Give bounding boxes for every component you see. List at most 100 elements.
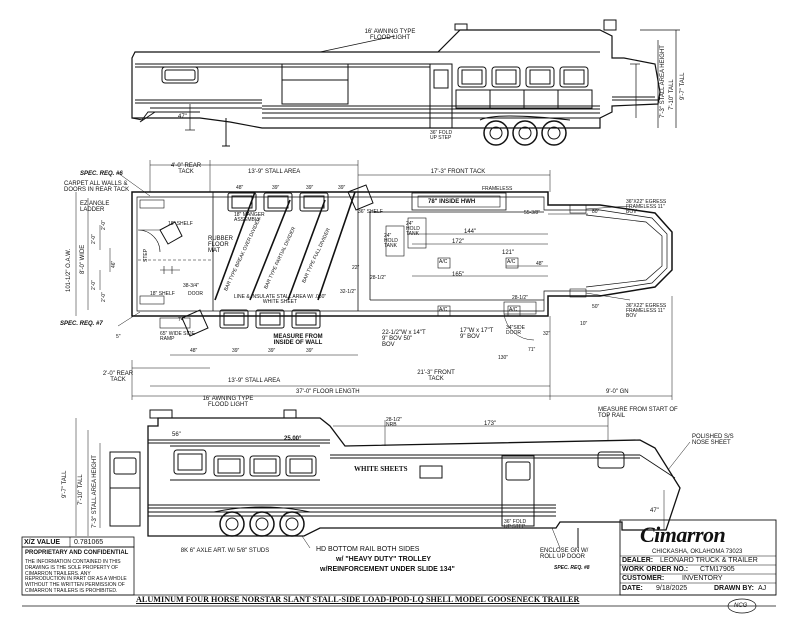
dim-28-1-2-a: 28-1/2": [370, 275, 386, 281]
cimarron-logo: Cimarron: [640, 522, 726, 548]
spec-req-8: SPEC. REQ. #8: [554, 565, 590, 571]
scale-label: X/Z VALUE: [24, 539, 61, 546]
date-value: 9/18/2025: [656, 585, 688, 592]
inside-hwh: 78" INSIDE HWH: [428, 199, 476, 205]
dim-2-0-d: 2'-0": [101, 292, 107, 302]
dim-2-0-a: 2'-0": [91, 234, 97, 244]
front-tack-top-dim: 17'-3" FRONT TACK: [430, 169, 486, 175]
window-22-note: 22-1/2"W x 14"T 9" BOV 50" BOV: [382, 330, 426, 348]
dim-121: 121": [502, 250, 515, 256]
drawn-by-label: DRAWN BY:: [714, 585, 754, 592]
dim-130: 130": [498, 355, 509, 361]
dim-55-3-8: 55-3/8": [524, 210, 540, 216]
ac-3: A/C: [439, 307, 448, 313]
manger-assembly: 18" MANGER ASSEMBLY: [234, 212, 265, 223]
curbside-fold-step: 36" FOLD UP STEP: [504, 519, 527, 530]
dim-48-bottom: 48": [190, 348, 198, 354]
roadside-overall-tall: 9'-7" TALL: [680, 72, 686, 100]
customer-value: INVENTORY: [682, 575, 723, 582]
roadside-stall-tall: 7'-10" TALL: [669, 79, 675, 110]
polished-nose-sheet: POLISHED S/S NOSE SHEET: [692, 434, 734, 446]
dim-165: 165": [452, 272, 465, 278]
curbside-stall-tall: 7'-10" TALL: [78, 474, 84, 505]
nose-angle: 25.00°: [284, 436, 302, 442]
door-label: DOOR: [188, 291, 203, 297]
dim-172: 172": [452, 239, 465, 245]
drawing-main-title: ALUMINUM FOUR HORSE NORSTAR SLANT STALL-…: [136, 595, 580, 604]
roadside-elevation: [131, 19, 680, 147]
dim-39-top-2: 39": [306, 185, 314, 191]
white-sheets-label: WHITE SHEETS: [354, 465, 408, 473]
roadside-stall-area-height: 7'-3" STALL AREA HEIGHT: [660, 45, 666, 118]
shelf-top: 18" SHELF: [168, 221, 193, 227]
ez-angle-ladder: EZ ANGLE LADDER: [80, 201, 110, 213]
dim-48-ac: 48": [536, 261, 544, 267]
side-door-label: 34"SIDE DOOR: [506, 325, 526, 336]
rear-tack-top-dim: 4'-0" REAR TACK: [170, 163, 202, 175]
proprietary-body: THE INFORMATION CONTAINED IN THIS DRAWIN…: [25, 559, 127, 594]
customer-label: CUSTOMER:: [622, 575, 665, 582]
approval-initials: NCG: [734, 603, 748, 609]
dim-39-bottom-1: 39": [232, 348, 240, 354]
drawn-by-value: AJ: [758, 585, 767, 592]
roadside-awning-label: 16' AWNING TYPE FLOOD LIGHT: [364, 29, 416, 41]
roadside-fold-step: 36" FOLD UP STEP: [430, 130, 453, 141]
dim-48-top: 48": [236, 185, 244, 191]
shelf-bottom: 18" SHELF: [150, 291, 175, 297]
dim-22: 22": [352, 265, 360, 271]
title-location: CHICKASHA, OKLAHOMA 73023: [652, 549, 743, 555]
dim-38-3-4: 38-3/4": [183, 283, 199, 289]
dim-71: 71": [528, 347, 536, 353]
ac-4: A/C: [509, 307, 518, 313]
dim-39-bottom-3: 39": [306, 348, 314, 354]
dim-173: 173": [484, 421, 497, 427]
hold-tank-1: 24" HOLD TANK: [384, 233, 398, 249]
floor-plan: [75, 160, 673, 400]
dim-32: 32": [543, 331, 551, 337]
cimarron-logo-text: Cimarron: [640, 522, 726, 547]
egress-window-bottom: 36"X22" EGRESS FRAMELESS 11" BOV: [626, 303, 667, 319]
ac-2: A/C: [507, 259, 516, 265]
axle-note: 8K 6" AXLE ART. W/ 5/8" STUDS: [180, 548, 270, 554]
dim-2-0-b: 2'-0": [91, 280, 97, 290]
front-tack-bottom-dim: 21'-3" FRONT TACK: [417, 370, 455, 382]
side-ramp: 65" WIDE SIDE RAMP: [160, 331, 195, 342]
step-label: STEP: [143, 248, 149, 262]
date-label: DATE:: [622, 585, 643, 592]
rubber-floor-mat: RUBBER FLOOR MAT: [208, 236, 234, 254]
title-block-frames: [21, 519, 777, 614]
overall-width: 101-1/2" O.A.W.: [66, 248, 72, 292]
dim-39-bottom-2: 39": [268, 348, 276, 354]
measure-note: MEASURE FROM INSIDE OF WALL: [273, 334, 323, 346]
dim-10: 10": [580, 321, 588, 327]
enclose-gooseneck: ENCLOSE GN W/ ROLL UP DOOR: [540, 548, 589, 560]
dim-5: 5": [116, 334, 121, 340]
work-order-label: WORK ORDER NO.:: [622, 566, 689, 573]
carpet-note: CARPET ALL WALLS & DOORS IN REAR TACK: [64, 181, 130, 193]
spec-req-7: SPEC. REQ. #7: [60, 321, 103, 327]
egress-window-top: 36"X22" EGRESS FRAMELESS 11" BOV: [626, 199, 667, 215]
roadside-dim-47: 47": [178, 114, 187, 120]
stall-area-top-dim: 13'-9" STALL AREA: [248, 169, 301, 175]
reinforcement-note: w/REINFORCEMENT UNDER SLIDE 134": [320, 566, 455, 573]
measure-top-rail: MEASURE FROM START OF TOP RAIL: [598, 407, 678, 419]
dim-2-0-c: 2'-0": [101, 220, 107, 230]
rear-tack-bottom-dim: 2'-0" REAR TACK: [102, 371, 134, 383]
hold-tank-2: 24" HOLD TANK: [406, 221, 420, 237]
dim-50: 50": [592, 304, 600, 310]
hd-bottom-rail: HD BOTTOM RAIL BOTH SIDES: [316, 546, 420, 553]
width-96: 8'-0" WIDE: [80, 244, 86, 274]
window-17-note: 17"W x 17"T 9" BOV: [460, 328, 494, 340]
dim-28-1-2-nrb: 28-1/2" NRB: [386, 417, 402, 428]
dim-36-shelf: 36" SHELF: [358, 209, 383, 215]
dim-80: 80": [592, 209, 600, 215]
stall-area-bottom-dim: 13'-9" STALL AREA: [228, 378, 281, 384]
dim-39-top-3: 39": [338, 185, 346, 191]
dim-28-1-2-b: 28-1/2": [512, 295, 528, 301]
curbside-elevation: [75, 409, 691, 549]
frameless-label: FRAMELESS: [482, 186, 513, 192]
curbside-awning-label: 16' AWNING TYPE FLOOD LIGHT: [202, 396, 254, 408]
heavy-duty-trolley: w/ "HEAVY DUTY" TROLLEY: [336, 556, 432, 563]
curbside-overall-tall: 9'-7" TALL: [62, 470, 68, 498]
